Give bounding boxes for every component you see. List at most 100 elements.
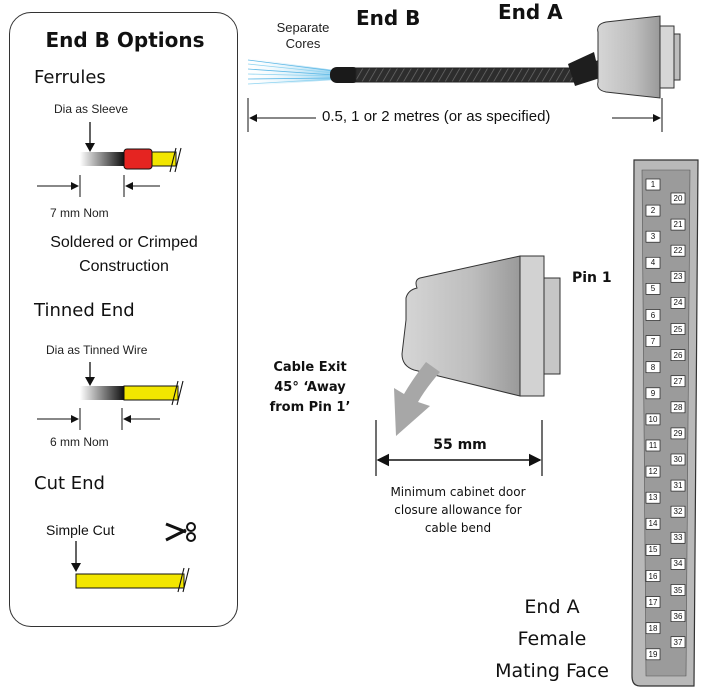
separate-cores-graphic	[247, 58, 335, 86]
pin-socket-16	[645, 570, 661, 582]
pin-socket-22	[670, 244, 686, 257]
connector-side-view	[375, 255, 561, 476]
door-note-line2: closure allowance for	[394, 503, 522, 517]
pin-number-37: 37	[673, 637, 683, 647]
pin-number-34: 34	[673, 559, 683, 569]
pin-socket-35	[670, 584, 686, 596]
cable-exit-line2: 45° ‘Away	[274, 380, 346, 395]
pin-socket-5	[645, 283, 661, 295]
pin-socket-1	[645, 178, 661, 191]
pin-socket-18	[645, 622, 661, 635]
pin-number-15: 15	[648, 545, 658, 555]
pin-number-7: 7	[650, 336, 656, 346]
dimension-55mm-label: 55 mm	[433, 437, 487, 453]
cable-exit-arrow	[394, 362, 440, 436]
pin-socket-28	[670, 401, 686, 414]
pin-number-28: 28	[673, 402, 683, 412]
separate-cores-label-line2: Cores	[285, 36, 321, 51]
pin-socket-32	[670, 505, 686, 518]
pin-socket-29	[670, 427, 686, 440]
ferrules-length-label: 7 mm Nom	[50, 206, 109, 220]
pin-socket-26	[670, 349, 686, 361]
pin-number-20: 20	[673, 194, 683, 203]
cable-illustration	[247, 15, 681, 132]
mating-face-connector	[631, 159, 699, 687]
end-a-label: End A	[498, 0, 563, 24]
pin-number-19: 19	[648, 649, 658, 659]
door-note-line3: cable bend	[424, 521, 492, 535]
pin-number-23: 23	[673, 272, 683, 282]
cut-end-note: Simple Cut	[46, 522, 115, 538]
ferrules-construction-line2: Construction	[79, 258, 169, 275]
pin-socket-9	[645, 387, 661, 400]
tinned-dia-note: Dia as Tinned Wire	[46, 343, 148, 357]
pin-number-9: 9	[650, 388, 656, 398]
pin-number-2: 2	[650, 206, 656, 216]
pin-socket-30	[670, 453, 686, 466]
scissors-icon	[165, 522, 196, 542]
pin-socket-17	[645, 596, 661, 608]
pin-socket-2	[645, 204, 661, 217]
mating-face-line1: End A	[524, 596, 580, 618]
pin-number-11: 11	[648, 441, 658, 450]
pin-socket-20	[670, 192, 686, 205]
pin-number-35: 35	[673, 585, 683, 595]
pin-socket-13	[645, 491, 661, 504]
end-b-options-panel	[9, 12, 238, 627]
pin-socket-11	[645, 439, 661, 452]
mating-face-line2: Female	[517, 628, 587, 650]
cable-exit-line3: from Pin 1’	[269, 400, 351, 415]
pin-number-25: 25	[673, 324, 683, 334]
mating-face-line3: Mating Face	[495, 660, 609, 682]
pin-socket-10	[645, 413, 661, 426]
pin-number-27: 27	[673, 376, 683, 386]
tinned-length-label: 6 mm Nom	[50, 435, 109, 449]
pin-socket-25	[670, 323, 686, 335]
cut-end-illustration	[71, 541, 190, 593]
pin-number-8: 8	[650, 362, 656, 372]
pin-socket-12	[645, 465, 661, 478]
pin-socket-8	[645, 361, 661, 374]
ferrules-heading: Ferrules	[34, 67, 106, 88]
pin-number-4: 4	[650, 258, 656, 268]
pin-number-18: 18	[648, 623, 658, 633]
pin-number-13: 13	[648, 493, 658, 503]
pin-number-12: 12	[648, 467, 658, 477]
pin-number-30: 30	[673, 455, 683, 464]
panel-title: End B Options	[45, 28, 205, 52]
pin-number-5: 5	[650, 284, 656, 294]
pin-socket-34	[670, 558, 686, 570]
pin-number-33: 33	[673, 533, 683, 543]
pin-socket-27	[670, 375, 686, 388]
tinned-end-illustration	[37, 362, 184, 430]
pin-number-32: 32	[673, 507, 683, 517]
pin-socket-36	[670, 610, 686, 622]
pin-number-36: 36	[673, 611, 683, 621]
cable-length-label: 0.5, 1 or 2 metres (or as specified)	[322, 108, 551, 125]
pin1-label: Pin 1	[572, 270, 612, 286]
end-b-label: End B	[356, 6, 421, 30]
pin-socket-23	[670, 270, 686, 283]
pin-socket-6	[645, 309, 661, 321]
cable-exit-line1: Cable Exit	[273, 360, 347, 375]
pin-number-21: 21	[673, 220, 683, 230]
tinned-end-heading: Tinned End	[34, 300, 135, 321]
pin-socket-33	[670, 531, 686, 544]
pin-socket-3	[645, 230, 661, 243]
pin-socket-19	[645, 648, 661, 661]
ferrule-illustration	[37, 122, 182, 197]
pin-number-24: 24	[673, 298, 683, 308]
pin-socket-grid	[645, 178, 686, 661]
cut-end-heading: Cut End	[34, 473, 105, 494]
pin-socket-7	[645, 335, 661, 347]
pin-number-14: 14	[648, 519, 658, 529]
pin-number-29: 29	[673, 428, 683, 438]
pin-socket-21	[670, 218, 686, 231]
pin-number-17: 17	[648, 597, 658, 607]
pin-number-3: 3	[650, 232, 656, 242]
pin-number-16: 16	[648, 571, 658, 581]
ferrules-dia-note: Dia as Sleeve	[54, 102, 129, 116]
pin-number-6: 6	[650, 310, 656, 320]
pin-socket-15	[645, 544, 661, 556]
